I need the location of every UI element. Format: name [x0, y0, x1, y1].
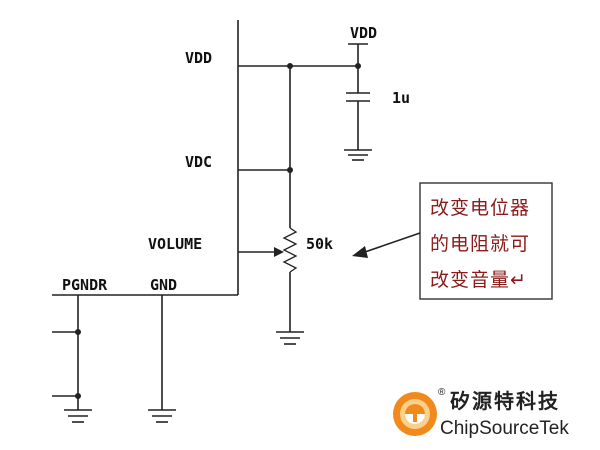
note-line-3: 改变音量↵ — [430, 269, 527, 291]
pin-label-pgndr: PGNDR — [62, 276, 108, 294]
potentiometer-resistor — [282, 227, 298, 273]
ground-symbol-pot — [276, 331, 304, 345]
capacitor-value: 1u — [392, 89, 410, 107]
note-callout-box — [419, 182, 553, 300]
pot-value: 50k — [306, 235, 333, 253]
brand-name-english: ChipSourceTek — [440, 418, 569, 439]
callout-arrowhead — [352, 246, 368, 258]
wiper-arrow — [274, 247, 284, 257]
note-line-1: 改变电位器 — [430, 197, 530, 219]
brand-name-chinese: 矽源特科技 — [450, 389, 560, 413]
note-line-2: 的电阻就可 — [430, 233, 530, 255]
pin-label-gnd: GND — [150, 276, 177, 294]
supply-label-vdd: VDD — [350, 24, 377, 42]
pin-label-vdc: VDC — [185, 153, 212, 171]
registered-mark: ® — [438, 387, 446, 398]
ground-symbol-cap — [344, 149, 372, 161]
ground-symbol-gnd — [148, 409, 176, 423]
pin-label-volume: VOLUME — [148, 235, 202, 253]
ground-symbol-pgndr — [64, 409, 92, 423]
chipsourcetek-logo-icon — [393, 392, 437, 436]
pin-label-vdd: VDD — [185, 49, 212, 67]
callout-arrow-line — [361, 232, 421, 254]
